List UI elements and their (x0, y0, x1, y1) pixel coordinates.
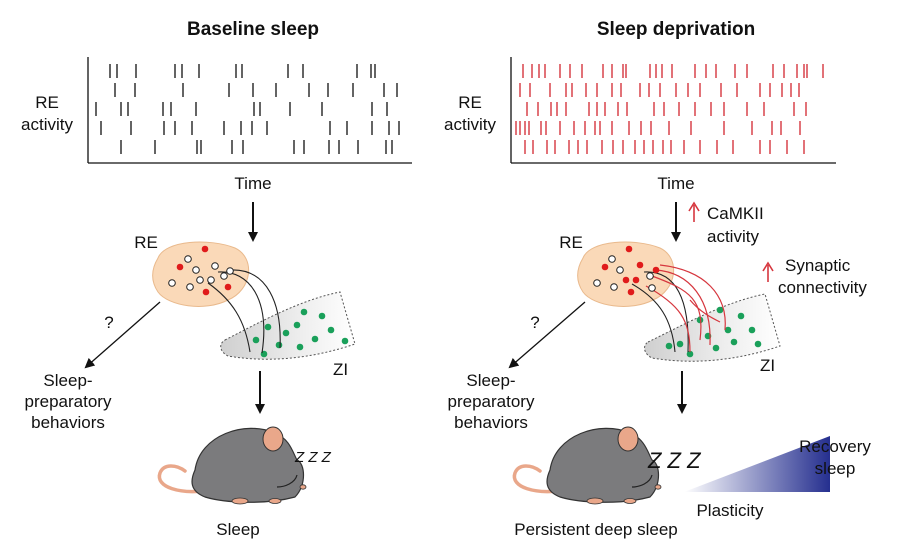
right-raster-ylabel-2: activity (444, 115, 496, 134)
right-behavior-arrow (508, 301, 586, 369)
right-re-neuron-11 (648, 284, 656, 292)
right-re-neuron-6 (622, 276, 630, 284)
left-zi-neuron-9 (327, 326, 335, 334)
left-zi-neuron-7 (296, 343, 304, 351)
camkii-label-2: activity (707, 227, 759, 246)
left-re-nucleus (152, 241, 250, 307)
left-question-mark: ? (104, 313, 113, 332)
left-panel-title: Baseline sleep (187, 19, 319, 40)
left-re-neuron-10 (202, 288, 210, 296)
left-raster-ylabel-2: activity (21, 115, 73, 134)
left-behavior-label-3: behaviors (31, 413, 105, 432)
right-zi-neuron-1 (686, 350, 694, 358)
right-zi-neuron-9 (748, 326, 756, 334)
left-zi-neurons (252, 308, 349, 358)
left-re-neuron-11 (224, 283, 232, 291)
right-behavior-label-2: preparatory (448, 392, 535, 411)
right-projections (631, 264, 726, 353)
right-zi-neuron-10 (665, 342, 673, 350)
right-nucleus-label: RE (559, 233, 583, 252)
left-re-neuron-5 (168, 279, 176, 287)
left-zi-neuron-8 (311, 335, 319, 343)
left-re-neuron-3 (211, 262, 219, 270)
right-behavior-label-1: Sleep- (466, 371, 515, 390)
left-zi-neuron-11 (300, 308, 308, 316)
left-zi-neuron-10 (264, 323, 272, 331)
right-re-neuron-13 (652, 266, 660, 274)
right-re-neuron-1 (625, 245, 633, 253)
left-target-label: ZI (333, 360, 348, 379)
right-re-neuron-3 (636, 261, 644, 269)
right-behavior-label-3: behaviors (454, 413, 528, 432)
right-re-neuron-9 (610, 283, 618, 291)
left-behavior-label-2: preparatory (25, 392, 112, 411)
left-re-neuron-7 (207, 276, 215, 284)
left-raster-xlabel: Time (234, 174, 271, 193)
camkii-up-arrow (688, 201, 700, 222)
right-sleeping-mouse (512, 426, 662, 505)
left-re-neuron-2 (176, 263, 184, 271)
right-zi-neuron-12 (754, 340, 762, 348)
plasticity-wedge (684, 436, 830, 492)
right-raster-plot (510, 57, 836, 164)
right-question-mark: ? (530, 313, 539, 332)
right-zi-neuron-3 (724, 326, 732, 334)
recovery-label-2: sleep (815, 459, 856, 478)
left-raster-plot (87, 57, 412, 164)
camkii-label-1: CaMKII (707, 204, 764, 223)
right-re-neuron-12 (608, 255, 616, 263)
right-zi-neuron-4 (737, 312, 745, 320)
recovery-label-1: Recovery (799, 437, 871, 456)
right-raster-xlabel: Time (657, 174, 694, 193)
right-outcome-label: Persistent deep sleep (514, 520, 678, 539)
right-zzz: Z Z Z (647, 448, 702, 473)
right-re-neuron-4 (616, 266, 624, 274)
left-re-neuron-13 (226, 267, 234, 275)
right-zi-neuron-11 (716, 306, 724, 314)
left-re-neuron-9 (186, 283, 194, 291)
right-target-label: ZI (760, 356, 775, 375)
left-re-neuron-1 (201, 245, 209, 253)
right-re-neuron-7 (632, 276, 640, 284)
right-re-neurons (593, 245, 660, 296)
left-zi-neuron-2 (275, 341, 283, 349)
left-nucleus-label: RE (134, 233, 158, 252)
right-re-neuron-8 (646, 272, 654, 280)
right-panel-title: Sleep deprivation (597, 19, 755, 40)
left-re-neuron-6 (196, 276, 204, 284)
right-raster-ylabel-1: RE (458, 93, 482, 112)
left-zi-neuron-6 (282, 329, 290, 337)
right-panel: Sleep deprivation RE activity Time CaMKI… (444, 19, 871, 539)
left-spike-raster (95, 64, 400, 154)
left-zi-neuron-4 (318, 312, 326, 320)
right-zi-neuron-7 (712, 344, 720, 352)
left-re-neuron-12 (184, 255, 192, 263)
left-behavior-arrow (84, 301, 161, 369)
left-re-neurons (168, 245, 234, 296)
left-re-neuron-8 (220, 272, 228, 280)
left-zi-neuron-5 (252, 336, 260, 344)
right-re-neuron-5 (593, 279, 601, 287)
right-spike-raster (515, 64, 824, 154)
synaptic-label-2: connectivity (778, 278, 867, 297)
left-outcome-label: Sleep (216, 520, 259, 539)
right-re-neuron-10 (627, 288, 635, 296)
right-zi-neuron-5 (676, 340, 684, 348)
right-re-neuron-2 (601, 263, 609, 271)
left-zi-neuron-3 (293, 321, 301, 329)
right-zi-neuron-8 (730, 338, 738, 346)
synaptic-label-1: Synaptic (785, 256, 851, 275)
plasticity-label: Plasticity (696, 501, 764, 520)
synaptic-up-arrow (762, 261, 774, 282)
left-sleeping-mouse (157, 426, 307, 505)
left-re-neuron-4 (192, 266, 200, 274)
left-panel: Baseline sleep RE activity Time RE ZI ? … (21, 19, 412, 539)
right-zi-region (644, 293, 781, 362)
left-behavior-label-1: Sleep- (43, 371, 92, 390)
left-raster-ylabel-1: RE (35, 93, 59, 112)
left-zi-neuron-12 (341, 337, 349, 345)
left-zzz: Z Z Z (294, 449, 332, 466)
left-zi-region (220, 291, 356, 360)
